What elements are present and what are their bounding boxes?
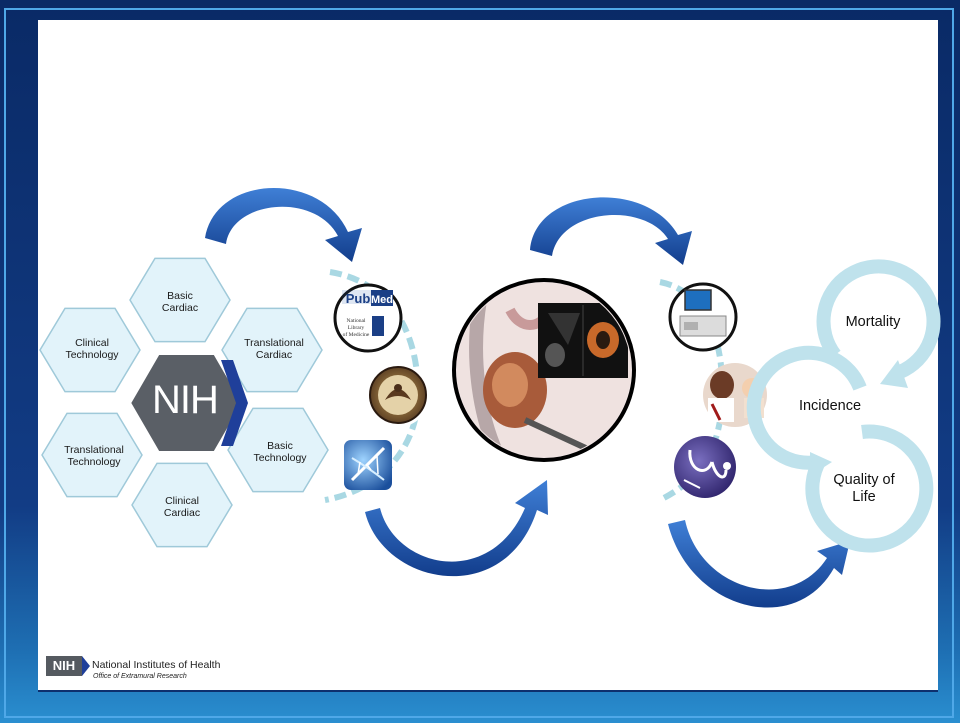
svg-text:of Medicine: of Medicine — [343, 331, 370, 338]
mortality-loop — [816, 259, 941, 379]
hexagon-label-basic-cardiac: Basic Cardiac — [161, 290, 199, 314]
hexagon-cluster — [39, 257, 329, 548]
arrow-bottom-mid-icon — [365, 480, 548, 577]
nih-chevron-icon — [221, 360, 248, 446]
hexagon-basic-cardiac — [129, 257, 231, 343]
outcome-loops — [746, 259, 941, 553]
hexagon-label-translational-cardiac: Translational Cardiac — [244, 337, 304, 361]
computer-workstation-icon — [668, 282, 738, 352]
heart-imaging-icon — [452, 278, 636, 462]
outcome-label-mortality: Mortality — [845, 314, 901, 330]
pubmed-logo-icon: Pub Med National Library of Medicine — [333, 283, 403, 353]
hexagon-label-translational-technology: Translational Technology — [64, 444, 124, 468]
footer-nih-logo — [46, 656, 82, 676]
hexagon-clinical-cardiac — [131, 462, 233, 548]
hexagon-label-clinical-technology: Clinical Technology — [65, 337, 119, 361]
arrow-top-right-icon — [530, 197, 692, 265]
footer-title: National Institutes of Health — [92, 659, 221, 671]
dna-helix-icon — [344, 440, 392, 490]
svg-text:Library: Library — [348, 325, 365, 331]
frame-border — [4, 8, 954, 718]
quality-loop — [805, 424, 934, 553]
footer-strip — [38, 690, 938, 692]
arrow-top-left-icon — [205, 188, 362, 262]
svg-text:Pub: Pub — [346, 291, 371, 306]
footer-nih-chevron-icon — [82, 656, 90, 676]
outcome-label-incidence: Incidence — [798, 398, 862, 414]
hexagon-label-basic-technology: Basic Technology — [253, 440, 307, 464]
svg-text:National: National — [347, 318, 366, 324]
hexagon-translational-technology — [41, 412, 143, 498]
svg-text:Med: Med — [371, 294, 393, 306]
arrow-bottom-right-icon — [668, 520, 850, 608]
nih-center-logo: NIH — [152, 378, 219, 422]
mortality-loop-arrowhead-icon — [880, 360, 908, 388]
hexagon-clinical-technology — [39, 307, 141, 393]
hexagon-basic-technology — [227, 407, 329, 493]
footer-subtitle: Office of Extramural Research — [93, 673, 187, 680]
outcome-label-quality-of-life: Quality of Life — [833, 472, 895, 505]
flow-arrows — [205, 188, 850, 608]
agency-seal-icon — [366, 363, 430, 427]
footer-nih-logo-text: NIH — [52, 658, 76, 673]
incidence-loop — [746, 345, 867, 470]
hexagon-translational-cardiac — [221, 307, 323, 393]
hexagon-label-clinical-cardiac: Clinical Cardiac — [163, 495, 201, 519]
stethoscope-icon — [674, 436, 736, 498]
